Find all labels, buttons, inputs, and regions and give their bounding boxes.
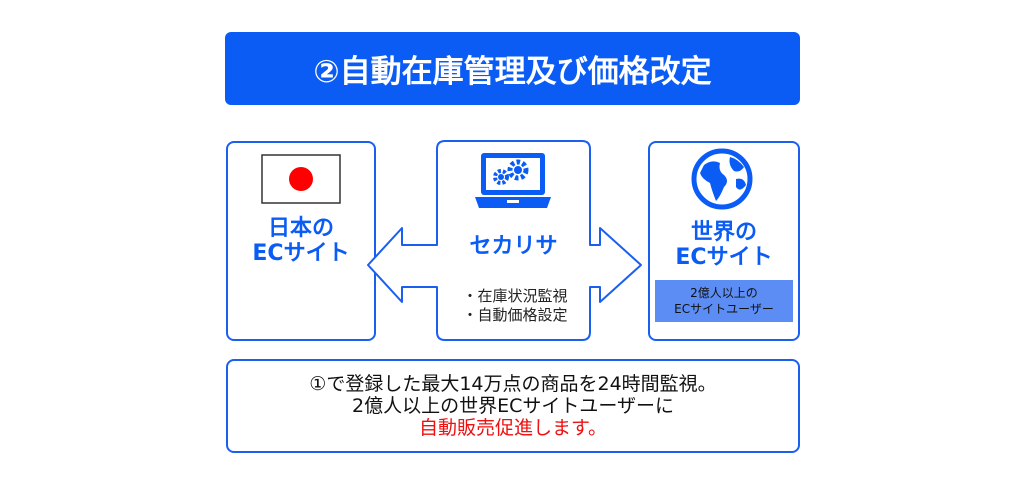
summary-line1: ①で登録した最大14万点の商品を24時間監視。 bbox=[309, 373, 717, 395]
users-label-line2: ECサイトユーザー bbox=[674, 302, 774, 316]
world-ec-line1: 世界の bbox=[690, 220, 757, 245]
center-service-name: セカリサ bbox=[469, 234, 558, 259]
world-ec-line2: ECサイト bbox=[675, 245, 773, 270]
summary-line2: 2億人以上の世界ECサイトユーザーに bbox=[352, 395, 674, 417]
users-label: 2億人以上の ECサイトユーザー bbox=[655, 280, 793, 322]
center-features: ・在庫状況監視 ・自動価格設定 bbox=[440, 287, 590, 325]
feature-item: ・自動価格設定 bbox=[462, 306, 568, 324]
summary-box: ①で登録した最大14万点の商品を24時間監視。 2億人以上の世界ECサイトユーザ… bbox=[226, 359, 800, 453]
world-ec-title: 世界の ECサイト bbox=[648, 220, 800, 270]
japan-ec-line2: ECサイト bbox=[252, 241, 350, 266]
feature-item: ・在庫状況監視 bbox=[462, 287, 568, 305]
japan-ec-title: 日本の ECサイト bbox=[226, 216, 376, 266]
summary-highlight: 自動販売促進します。 bbox=[418, 417, 608, 439]
japan-flag-icon bbox=[261, 154, 341, 204]
globe-icon bbox=[691, 148, 753, 210]
page-title: ②自動在庫管理及び価格改定 bbox=[225, 32, 800, 105]
laptop-gears-icon bbox=[475, 153, 551, 208]
users-label-line1: 2億人以上の bbox=[690, 286, 758, 300]
japan-ec-line1: 日本の bbox=[267, 216, 334, 241]
